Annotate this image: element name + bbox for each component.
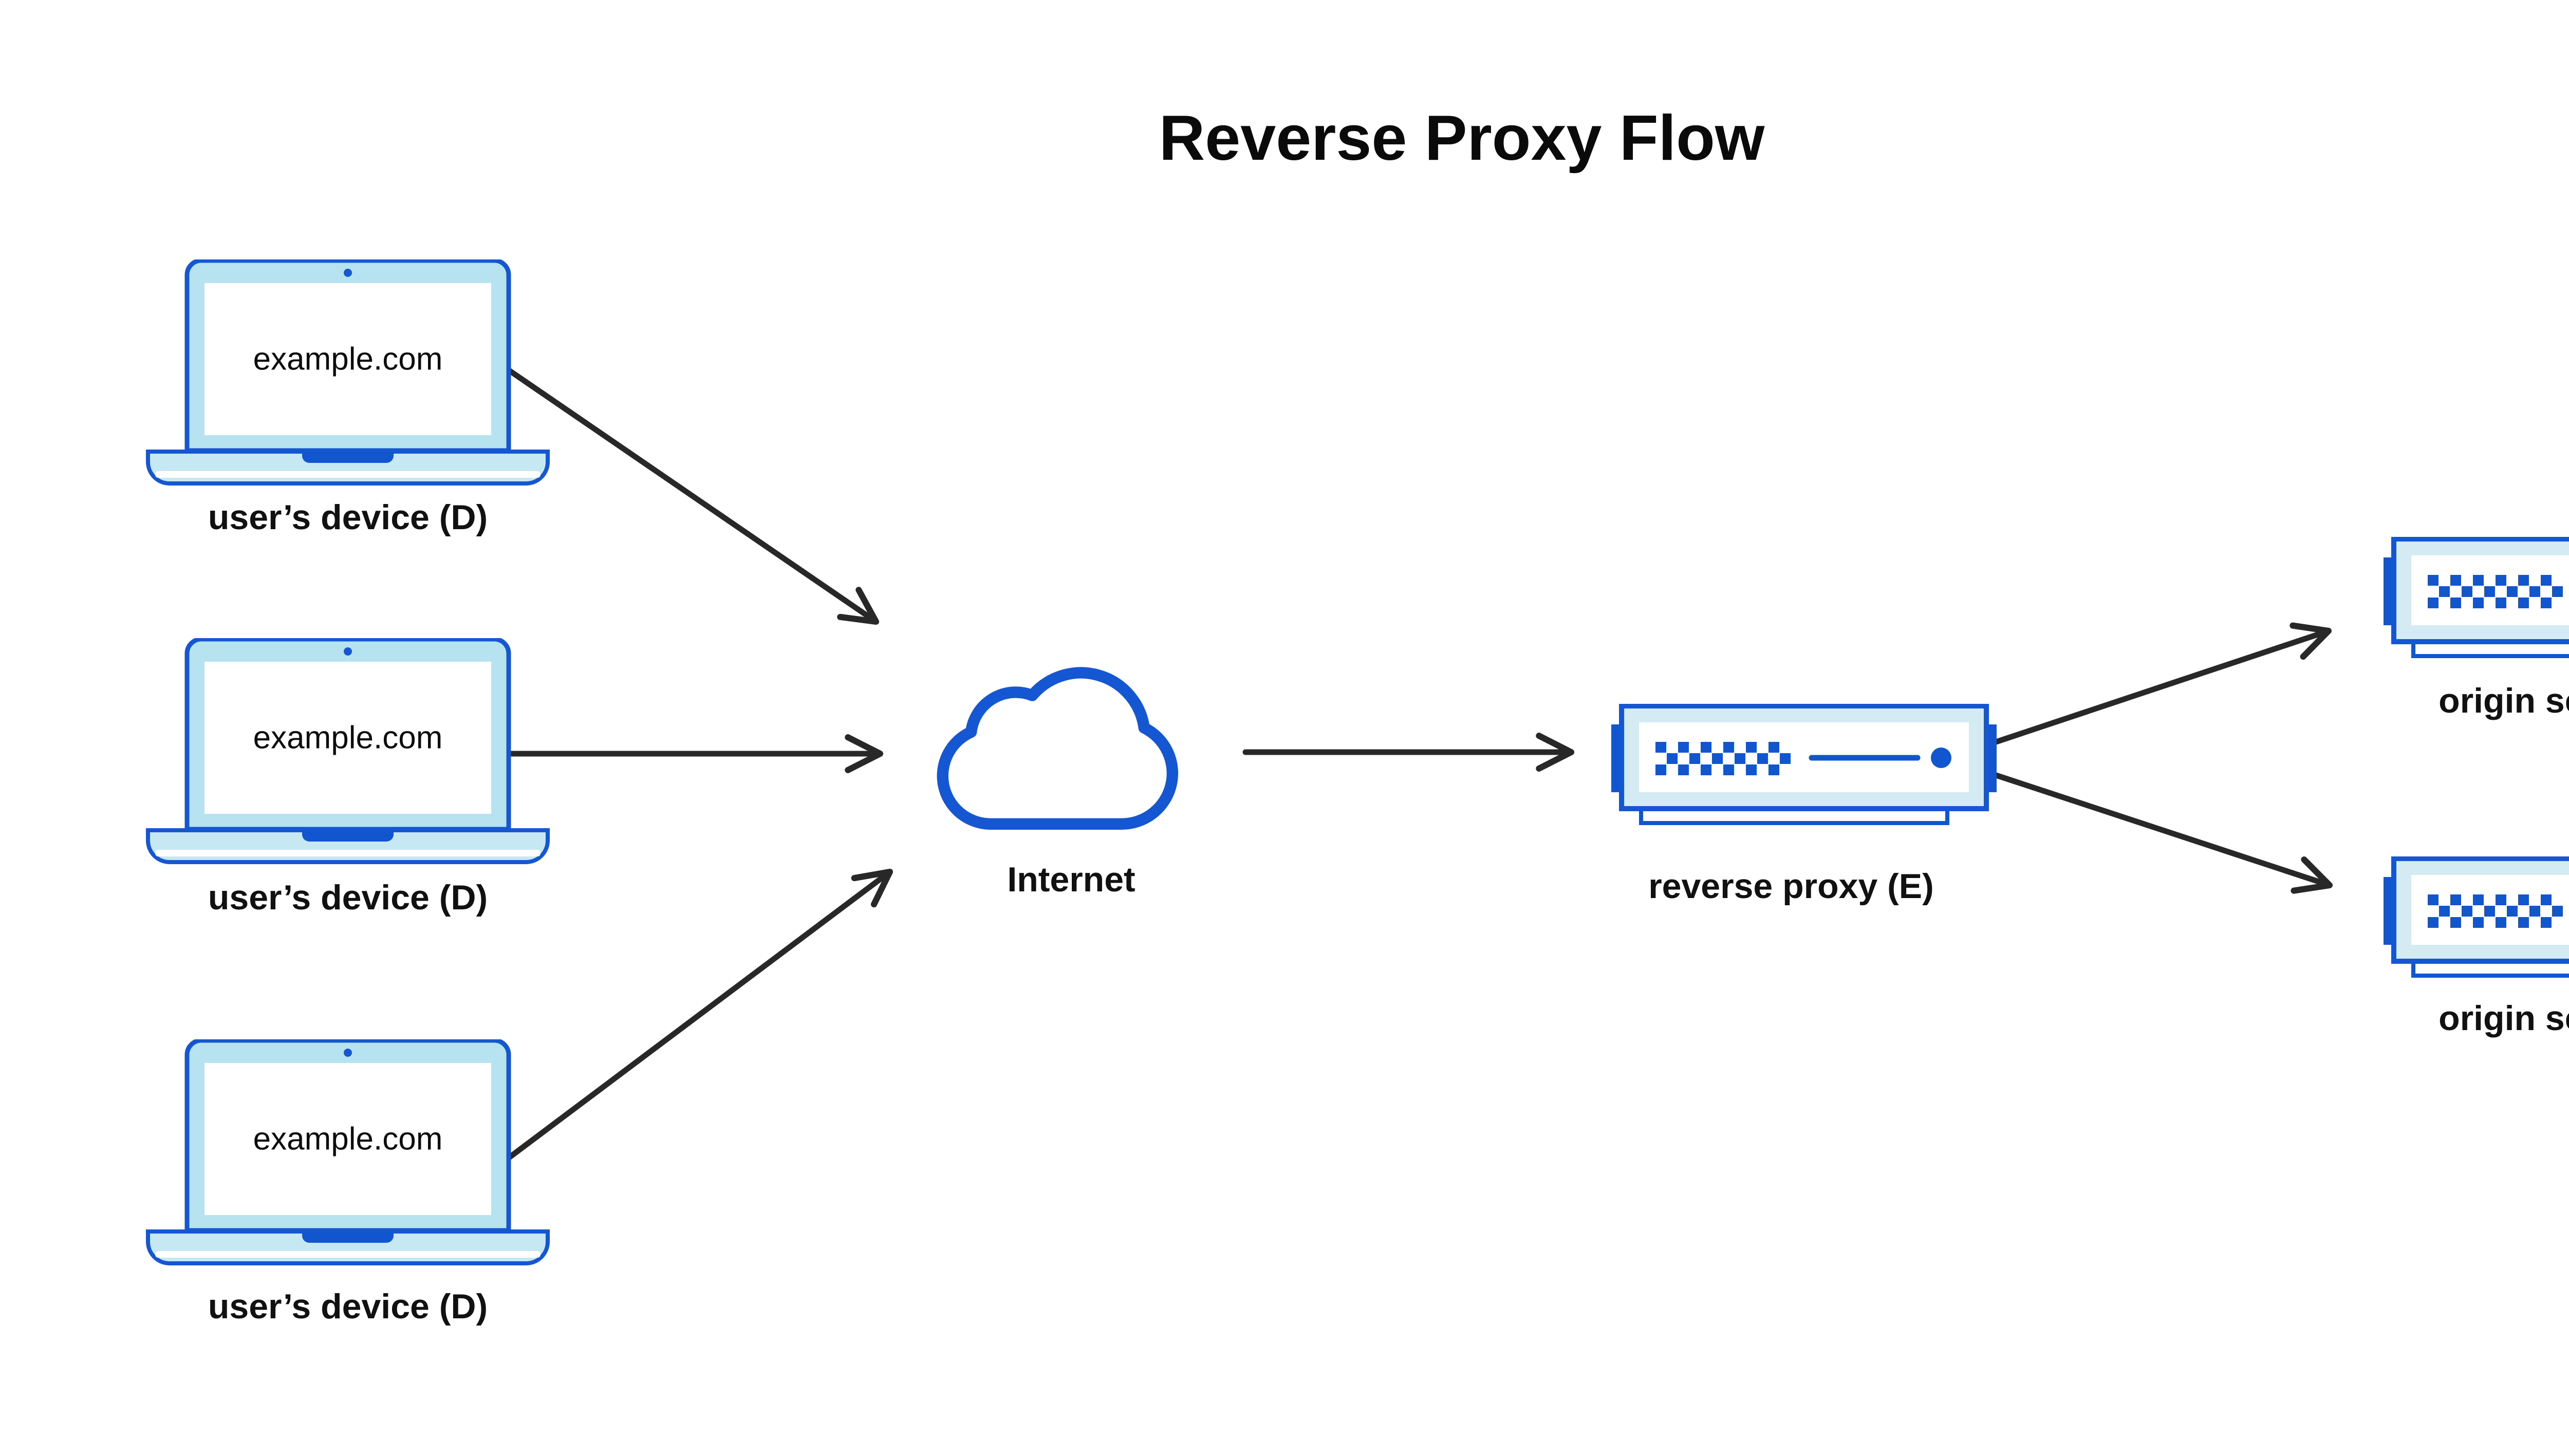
origin-server-2-label: origin server (F)	[2438, 998, 2569, 1038]
arrow-device1-to-internet	[505, 366, 880, 625]
laptop-icon	[146, 259, 550, 486]
internet-label: Internet	[1007, 860, 1135, 899]
server-icon	[2384, 537, 2569, 658]
user-device-2	[145, 638, 551, 864]
device-1-label: user’s device (D)	[208, 497, 488, 537]
user-device-1	[145, 259, 551, 486]
camera-dot-icon	[344, 647, 352, 656]
server-icon	[2384, 856, 2569, 978]
cloud-icon	[937, 667, 1178, 830]
laptop-icon	[146, 1039, 550, 1265]
origin-server-1-label: origin server (F)	[2438, 681, 2569, 720]
arrow-proxy-to-origin2	[1991, 772, 2333, 894]
user-device-3	[145, 1039, 551, 1265]
server-icon	[1611, 704, 1997, 825]
device-3-label: user’s device (D)	[208, 1286, 488, 1326]
page-title: Reverse Proxy Flow	[1159, 103, 1765, 174]
camera-dot-icon	[344, 1049, 352, 1057]
device-1-screen-url: example.com	[253, 341, 443, 377]
device-2-label: user’s device (D)	[208, 878, 488, 917]
origin-server-2	[2384, 856, 2569, 980]
internet	[913, 648, 1205, 831]
arrow-proxy-to-origin1	[1991, 622, 2332, 745]
device-3-screen-url: example.com	[253, 1121, 443, 1157]
origin-server-1	[2384, 537, 2569, 660]
camera-dot-icon	[344, 269, 352, 277]
device-2-screen-url: example.com	[253, 720, 443, 756]
reverse-proxy-label: reverse proxy (E)	[1648, 866, 1934, 906]
reverse-proxy	[1611, 704, 1997, 827]
arrow-device3-to-internet	[502, 868, 893, 1164]
laptop-icon	[146, 638, 550, 864]
